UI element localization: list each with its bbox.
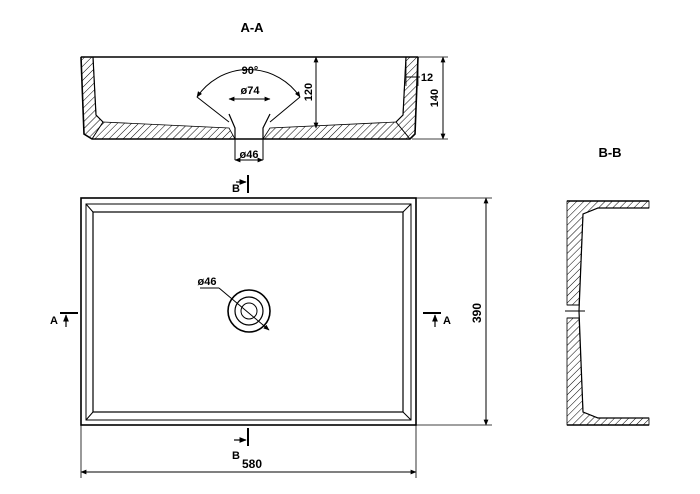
rim-thickness-label: 12: [421, 72, 433, 84]
angle-leg-right: [269, 96, 301, 123]
total-height-label: 140: [429, 89, 441, 107]
cut-marker-b-top-label: B: [232, 183, 240, 195]
basin-corner-lines: [85, 203, 412, 421]
section-bb-wall-hatch-lower: [566, 317, 650, 426]
drain-outer-circle: [227, 289, 271, 333]
basin-rim-edge: [85, 203, 412, 421]
angle-dimension-arc: [196, 69, 301, 98]
section-aa-floor-hatch-right: [262, 121, 411, 140]
plan-view: B ø46 A A B 580 390: [50, 175, 492, 478]
basin-outer-edge: [80, 197, 417, 426]
section-bb-title: B-B: [598, 145, 621, 160]
cut-marker-b-bottom-label: B: [232, 450, 240, 462]
cut-marker-a-left-label: A: [50, 315, 58, 327]
drain-middle-circle: [234, 296, 264, 326]
section-aa-floor-hatch-left: [91, 121, 236, 140]
angle-leg-left: [196, 96, 230, 123]
section-aa-title: A-A: [240, 20, 264, 35]
section-aa-drain: [228, 113, 271, 139]
angle-label: 90°: [242, 65, 259, 77]
drain-diameter-section-label: ø46: [240, 149, 259, 161]
section-aa-view: A-A 90° ø74 ø46 120: [80, 20, 448, 163]
basin-bowl-edge: [92, 211, 404, 413]
drain-diameter-plan-label: ø46: [198, 276, 217, 288]
width-label: 580: [242, 457, 262, 471]
drain-inner-circle: [240, 302, 258, 320]
cut-marker-a-right-label: A: [443, 315, 451, 327]
section-bb-wall-hatch-upper: [566, 200, 650, 306]
inner-depth-label: 120: [303, 83, 315, 101]
top-diameter-label: ø74: [241, 85, 261, 97]
section-bb-view: B-B: [565, 145, 650, 426]
drain-leader-diagonal: [218, 287, 270, 331]
depth-label: 390: [470, 303, 484, 323]
section-bb-inner-profile: [578, 207, 649, 419]
